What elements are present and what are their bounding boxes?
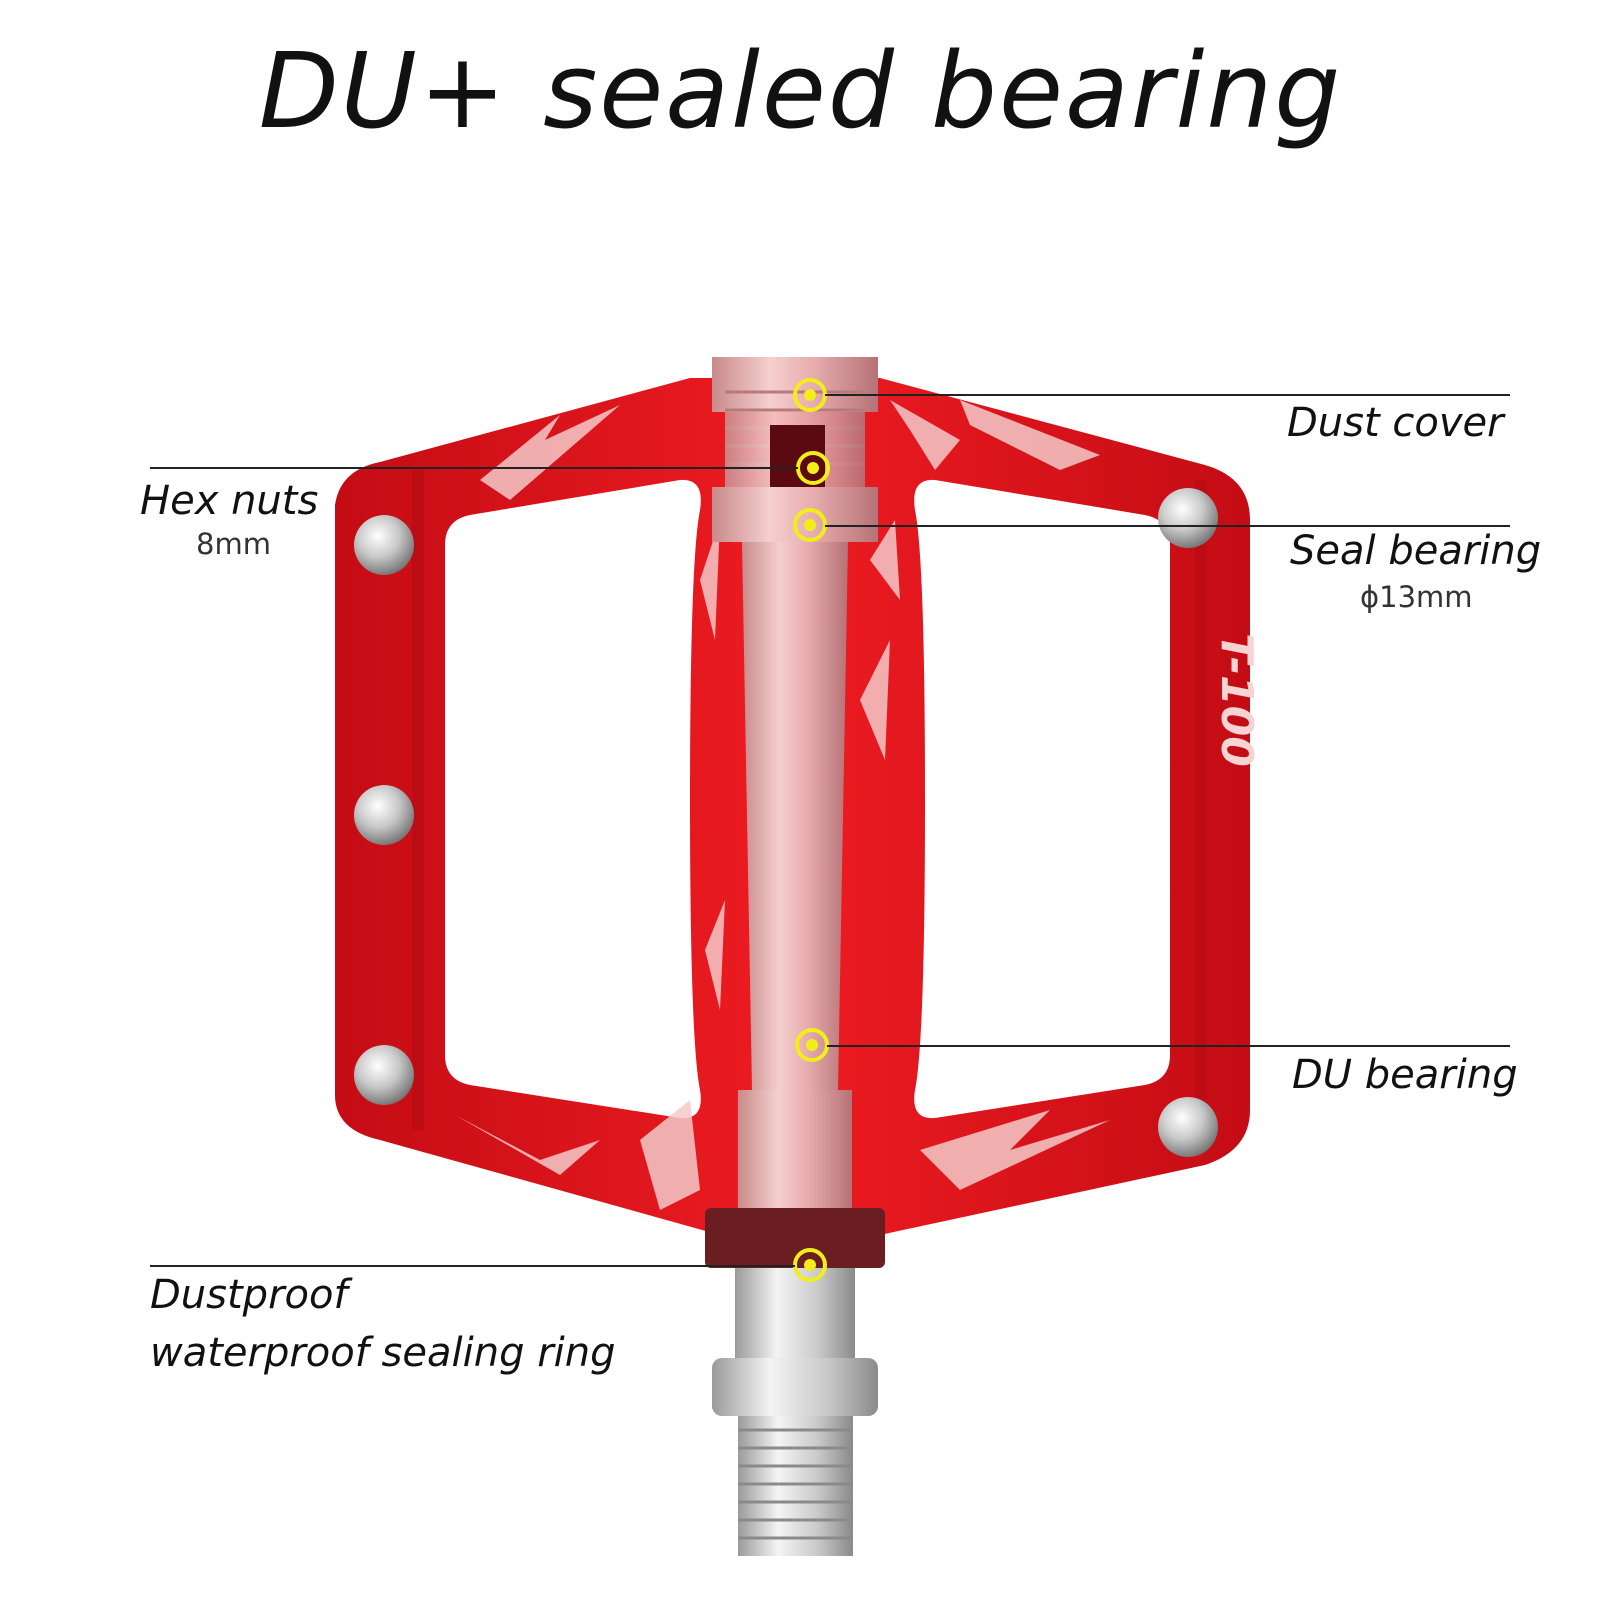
label-dust-cover: Dust cover [1287,400,1504,446]
label-sealing-ring-line2: waterproof sealing ring [150,1330,616,1376]
model-mark: T-100 [1211,633,1262,767]
leader-hex-nuts [150,467,798,469]
leader-du-bearing [827,1045,1510,1047]
label-hex-nuts: Hex nuts [140,478,319,524]
label-sealing-ring-line1: Dustproof [150,1272,348,1318]
pin-left-top [354,515,414,575]
pin-left-mid [354,785,414,845]
leader-sealing-ring [150,1265,795,1267]
label-hex-nuts-size: 8mm [196,527,271,561]
pin-right-bottom [1158,1097,1218,1157]
page-title: DU+ sealed bearing [258,30,1343,152]
pin-left-bottom [354,1045,414,1105]
pedal-pins [354,488,1218,1157]
pedal-spindle [712,1268,878,1556]
marker-sealing-ring [793,1248,827,1282]
label-seal-bearing-size: ϕ13mm [1360,580,1473,614]
label-du-bearing: DU bearing [1292,1052,1518,1098]
leader-seal-bearing [825,525,1510,527]
label-seal-bearing: Seal bearing [1290,528,1542,574]
pedal-axle [705,357,885,1268]
leader-dust-cover [825,394,1510,396]
pin-right-top [1158,488,1218,548]
marker-hex-nuts [796,451,830,485]
